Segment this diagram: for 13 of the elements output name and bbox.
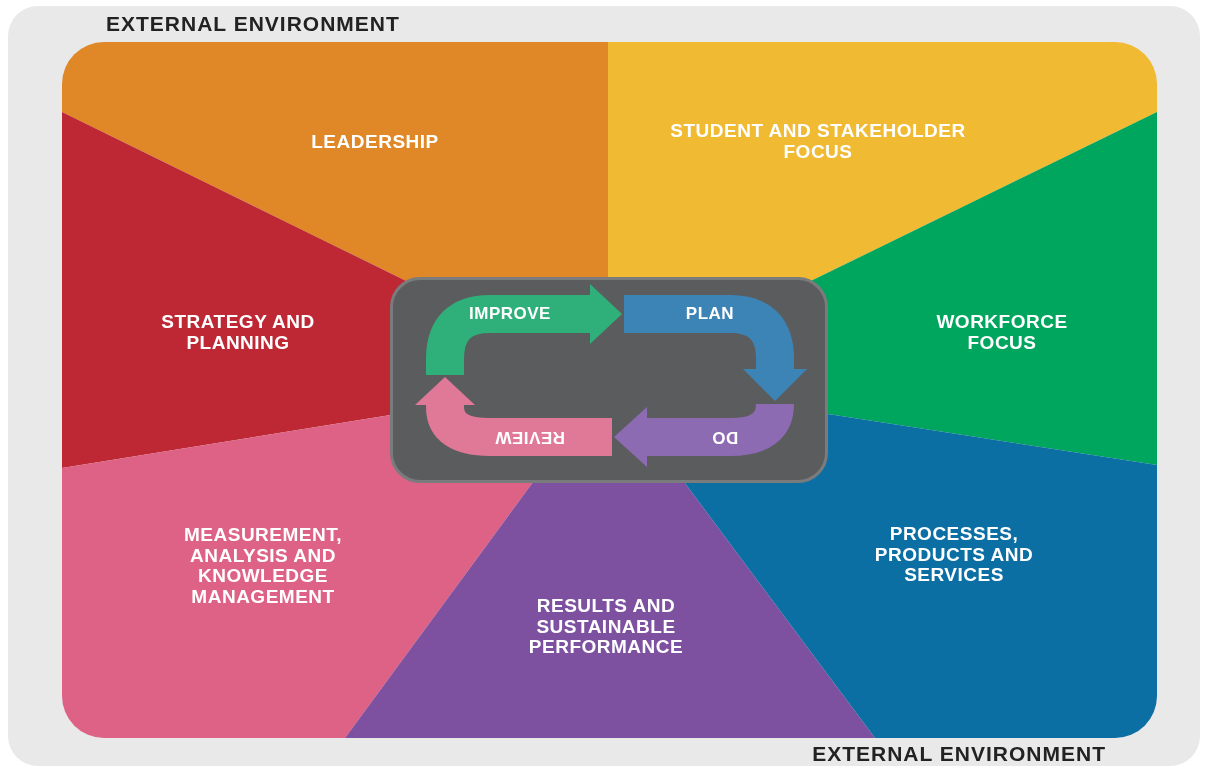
sector-label: RESULTS AND SUSTAINABLE PERFORMANCE <box>527 596 685 658</box>
sector-label: LEADERSHIP <box>310 131 440 153</box>
sector-label: WORKFORCE FOCUS <box>935 312 1069 354</box>
panel-heading: EXTERNAL ENVIRONMENT <box>106 12 400 36</box>
cycle-step-label: REVIEW <box>494 427 566 447</box>
sector-label: STRATEGY AND PLANNING <box>160 312 316 354</box>
cycle-step-label: PLAN <box>685 304 735 324</box>
sector-label: MEASUREMENT, ANALYSIS AND KNOWLEDGE MANAGEMENT <box>183 524 343 608</box>
sector-label: STUDENT AND STAKEHOLDER FOCUS <box>669 121 967 163</box>
panel-heading: EXTERNAL ENVIRONMENT <box>812 742 1106 766</box>
sector-label: PROCESSES, PRODUCTS AND SERVICES <box>873 524 1035 586</box>
cycle-step-label: DO <box>711 427 739 447</box>
cycle-step-label: IMPROVE <box>469 304 551 324</box>
